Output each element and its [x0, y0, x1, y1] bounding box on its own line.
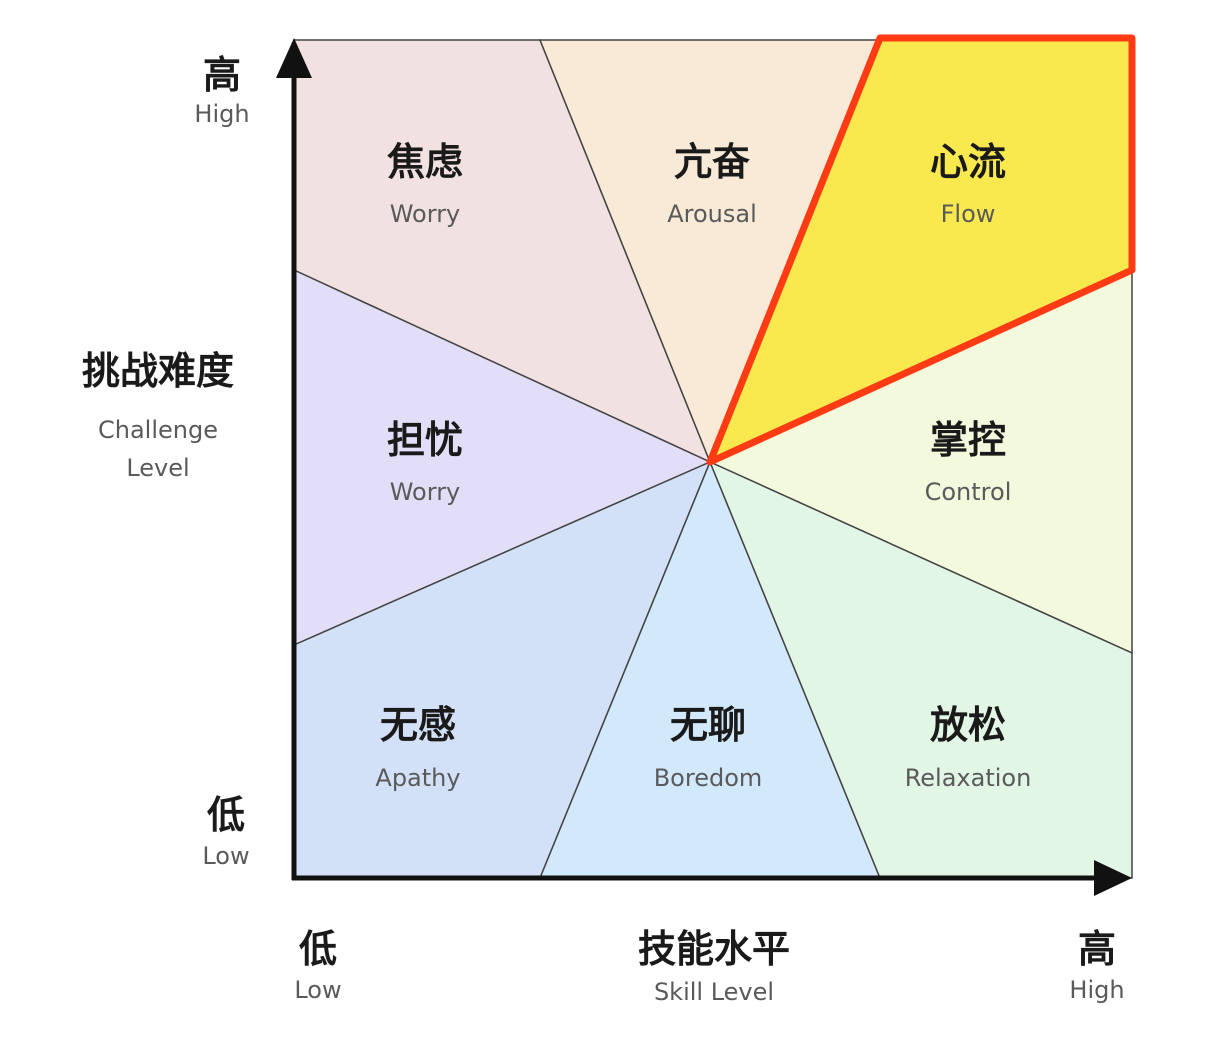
y-axis-high-en: High: [194, 100, 249, 128]
region-control-label-en: Control: [925, 478, 1012, 506]
x-axis-low-zh: 低: [299, 927, 337, 971]
region-relaxation-label-zh: 放松: [930, 703, 1006, 747]
x-axis-title-zh: 技能水平: [638, 927, 790, 971]
region-worry-top-label-en: Worry: [390, 200, 461, 228]
region-flow-label-en: Flow: [941, 200, 996, 228]
y-axis-title-zh: 挑战难度: [82, 349, 234, 393]
x-axis-title-en: Skill Level: [654, 978, 774, 1006]
y-axis-low-en: Low: [202, 842, 249, 870]
x-axis-arrow: [1094, 860, 1132, 896]
region-worry-top-label-zh: 焦虑: [387, 140, 463, 184]
region-apathy-label-zh: 无感: [380, 703, 456, 747]
y-axis-high-zh: 高: [203, 53, 241, 97]
y-axis-title-en-line2: Level: [126, 454, 189, 482]
region-worry-mid-label-en: Worry: [390, 478, 461, 506]
region-worry-mid-label-zh: 担忧: [387, 418, 463, 462]
x-axis-high-en: High: [1069, 976, 1124, 1004]
region-boredom-label-en: Boredom: [654, 764, 763, 792]
region-arousal-label-en: Arousal: [667, 200, 757, 228]
region-apathy-label-en: Apathy: [375, 764, 460, 792]
region-arousal-label-zh: 亢奋: [674, 140, 750, 184]
x-axis-high-zh: 高: [1078, 927, 1116, 971]
region-control-label-zh: 掌控: [930, 418, 1006, 462]
y-axis-arrow: [276, 38, 312, 78]
y-axis-title-en-line1: Challenge: [98, 416, 218, 444]
y-axis-low-zh: 低: [207, 793, 245, 837]
region-flow-label-zh: 心流: [930, 140, 1006, 184]
x-axis-low-en: Low: [294, 976, 341, 1004]
region-relaxation-label-en: Relaxation: [905, 764, 1032, 792]
region-boredom-label-zh: 无聊: [670, 703, 746, 747]
region-flow: [706, 34, 1136, 466]
